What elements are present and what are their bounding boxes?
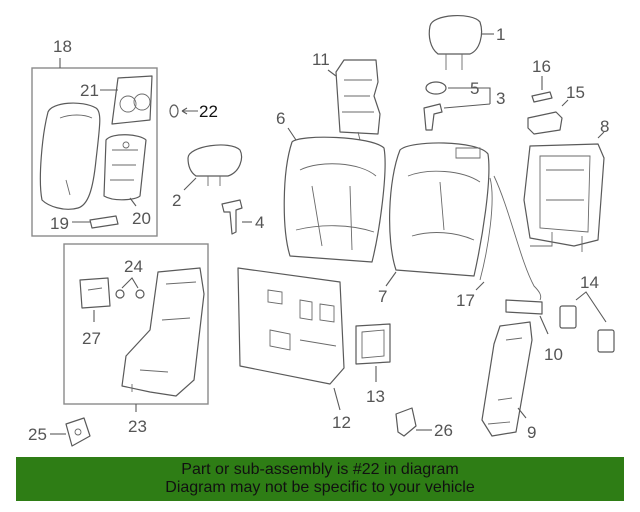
part-clip-26 [395,407,417,437]
part-panel-25 [65,417,91,447]
callout-4: 4 [255,213,264,232]
callout-3: 3 [496,89,505,108]
callout-16: 16 [532,57,551,76]
callout-24: 24 [124,257,143,276]
callout-1: 1 [496,25,505,44]
banner-line-2: Diagram may not be specific to your vehi… [165,479,475,496]
part-frame-13 [355,323,391,365]
part-panel-11 [335,59,381,135]
part-switch-14b [597,329,615,353]
callout-8: 8 [600,117,609,136]
callout-14: 14 [580,273,599,292]
callout-18: 18 [53,37,72,56]
part-rear-panel-12 [237,267,345,385]
callout-21: 21 [80,81,99,100]
part-latch-16 [531,91,553,103]
callout-12: 12 [332,413,351,432]
part-headrest-1 [428,15,483,55]
callout-23: 23 [128,417,147,436]
part-ring-5 [425,81,447,95]
callout-9: 9 [527,423,536,442]
callout-26: 26 [434,421,453,440]
banner-line-1: Part or sub-assembly is #22 in diagram [181,461,459,478]
group-box-18 [31,67,158,237]
part-headrest-2 [187,144,243,177]
callout-13: 13 [366,387,385,406]
part-seatback-6 [283,136,386,263]
parts-diagram: 18 21 20 19 22 2 4 11 6 1 5 [28,15,615,447]
callout-19: 19 [50,214,69,233]
part-switch-14a [559,305,577,329]
callout-17: 17 [456,291,475,310]
part-screw-24b [135,289,145,299]
part-screw-24a [115,289,125,299]
callout-7: 7 [378,287,387,306]
part-bezel-27 [79,277,111,309]
part-plate-10 [505,299,543,315]
part-frame-8 [523,143,605,247]
part-trim-panel-23 [121,267,205,397]
info-banner: Part or sub-assembly is #22 in diagram D… [16,457,624,501]
part-guide-3 [423,103,443,131]
callout-2: 2 [172,191,181,210]
part-cable-17 [479,175,542,301]
callout-20: 20 [132,209,151,228]
callout-10: 10 [544,345,563,364]
callout-15: 15 [566,83,585,102]
part-cupholder-21 [111,75,153,125]
callout-11: 11 [312,50,330,69]
callout-25: 25 [28,425,47,444]
callout-27: 27 [82,329,101,348]
part-hinge-9 [481,321,533,437]
part-guide-4 [221,199,243,235]
part-seatback-7 [389,142,490,277]
callout-22-arrow [181,107,198,115]
part-bracket-15 [527,111,563,135]
part-armrest-cover-20 [103,134,147,201]
callout-6: 6 [276,109,285,128]
part-armrest-pad [39,102,101,210]
callout-22: 22 [199,102,218,121]
part-clip-19 [89,215,119,229]
part-22-ring [169,104,179,118]
